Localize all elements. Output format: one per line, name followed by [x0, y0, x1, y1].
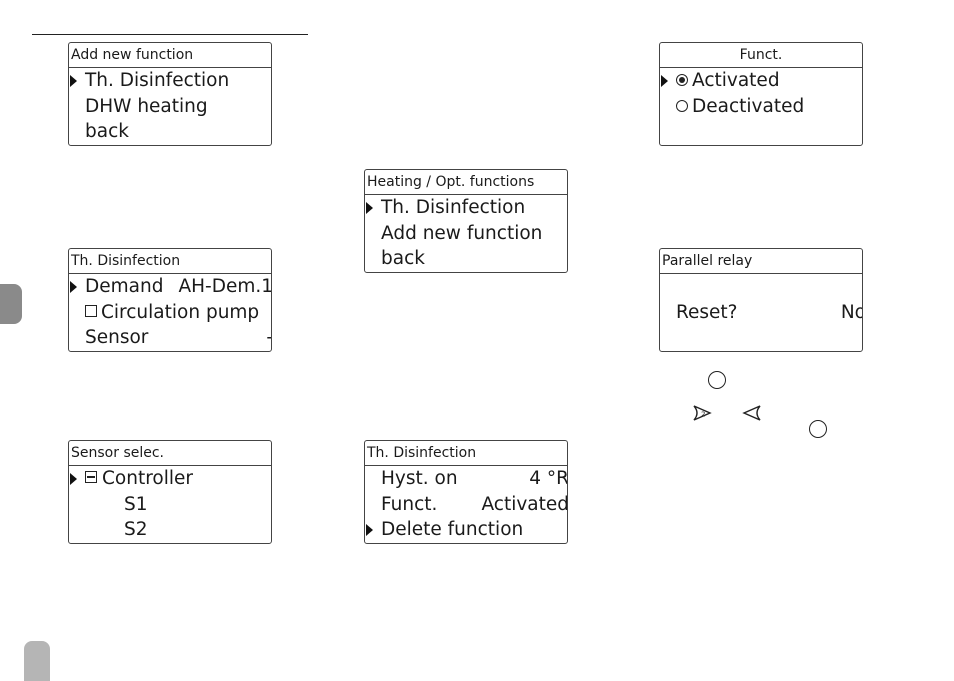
- cursor-icon: [70, 281, 77, 293]
- menu-item[interactable]: Sensor -: [69, 325, 271, 351]
- display-title: Th. Disinfection: [365, 441, 567, 466]
- menu-item-value: -: [266, 325, 271, 351]
- menu-item-label: Demand: [85, 276, 164, 297]
- menu-item-label: Circulation pump: [101, 301, 260, 323]
- cursor-icon: [70, 473, 77, 485]
- menu-item-label: Hyst. on: [381, 468, 458, 489]
- reset-row[interactable]: Reset? No: [660, 300, 862, 326]
- menu-item-label: Delete function: [381, 519, 524, 540]
- circle-icon: [708, 371, 726, 389]
- menu-item[interactable]: Th. Disinfection: [365, 195, 567, 221]
- menu-item[interactable]: back: [69, 119, 271, 145]
- menu-item-label: Sensor: [85, 327, 149, 348]
- display-funct: Funct. Activated Deactivated: [659, 42, 863, 146]
- radio-unselected-icon: [676, 99, 688, 112]
- chapter-tab: [0, 284, 22, 324]
- menu-item-value: Activated: [481, 493, 568, 515]
- display-parallel-relay: Parallel relay Reset? No: [659, 248, 863, 352]
- display-th-disinfection-options: Th. Disinfection Hyst. on 4 °R Funct. Ac…: [364, 440, 568, 544]
- display-title: Sensor selec.: [69, 441, 271, 466]
- checkbox-icon: [85, 304, 97, 317]
- menu-item[interactable]: Funct. Activated: [365, 492, 567, 518]
- menu-item[interactable]: Add new function: [365, 221, 567, 247]
- menu-item[interactable]: Circulation pump: [69, 300, 271, 326]
- menu-item[interactable]: DHW heating: [69, 94, 271, 120]
- menu-item-label: back: [381, 248, 425, 269]
- radio-option[interactable]: Activated: [660, 68, 862, 94]
- menu-item-label: Funct.: [381, 493, 438, 515]
- radio-option-label: Activated: [692, 70, 780, 91]
- menu-item-label: S2: [124, 519, 148, 540]
- display-title: Funct.: [660, 43, 862, 68]
- menu-item[interactable]: Controller: [69, 466, 271, 492]
- cursor-icon: [661, 75, 668, 87]
- page-number-tab: [24, 641, 50, 681]
- circle-icon: [809, 420, 827, 438]
- display-title: Add new function: [69, 43, 271, 68]
- radio-option-label: Deactivated: [692, 95, 805, 117]
- display-add-new-function: Add new function Th. Disinfection DHW he…: [68, 42, 272, 146]
- menu-item-value: 4 °R: [529, 468, 568, 489]
- menu-item-label: DHW heating: [85, 95, 208, 117]
- menu-item[interactable]: S2: [69, 517, 271, 543]
- menu-item[interactable]: S1: [69, 492, 271, 518]
- menu-item-label: Th. Disinfection: [381, 197, 526, 218]
- menu-item-label: S1: [124, 493, 148, 515]
- svg-text:2: 2: [701, 411, 705, 419]
- reset-label: Reset?: [676, 302, 738, 323]
- menu-item[interactable]: Th. Disinfection: [69, 68, 271, 94]
- display-title: Heating / Opt. functions: [365, 170, 567, 195]
- cursor-icon: [366, 202, 373, 214]
- radio-selected-icon: [676, 74, 688, 86]
- menu-item[interactable]: Delete function: [365, 517, 567, 543]
- display-title: Parallel relay: [660, 249, 862, 274]
- menu-item[interactable]: Hyst. on 4 °R: [365, 466, 567, 492]
- right-arrow-icon: 2: [693, 405, 712, 421]
- cursor-icon: [70, 75, 77, 87]
- header-rule: [32, 34, 308, 35]
- display-title: Th. Disinfection: [69, 249, 271, 274]
- cursor-icon: [366, 524, 373, 536]
- menu-item[interactable]: back: [365, 246, 567, 272]
- display-heating-opt-functions: Heating / Opt. functions Th. Disinfectio…: [364, 169, 568, 273]
- menu-item-label: Add new function: [381, 222, 543, 244]
- menu-item-label: Th. Disinfection: [85, 70, 230, 91]
- menu-item-label: back: [85, 121, 129, 142]
- menu-item-label: Controller: [102, 468, 194, 489]
- display-sensor-selection: Sensor selec. Controller S1 S2: [68, 440, 272, 544]
- radio-option[interactable]: Deactivated: [660, 94, 862, 120]
- menu-item[interactable]: Demand AH-Dem.1: [69, 274, 271, 300]
- display-th-disinfection-settings: Th. Disinfection Demand AH-Dem.1 Circula…: [68, 248, 272, 352]
- collapse-icon: [85, 471, 97, 483]
- reset-value: No: [840, 302, 862, 323]
- left-arrow-icon: [742, 405, 761, 421]
- menu-item-value: AH-Dem.1: [178, 276, 272, 297]
